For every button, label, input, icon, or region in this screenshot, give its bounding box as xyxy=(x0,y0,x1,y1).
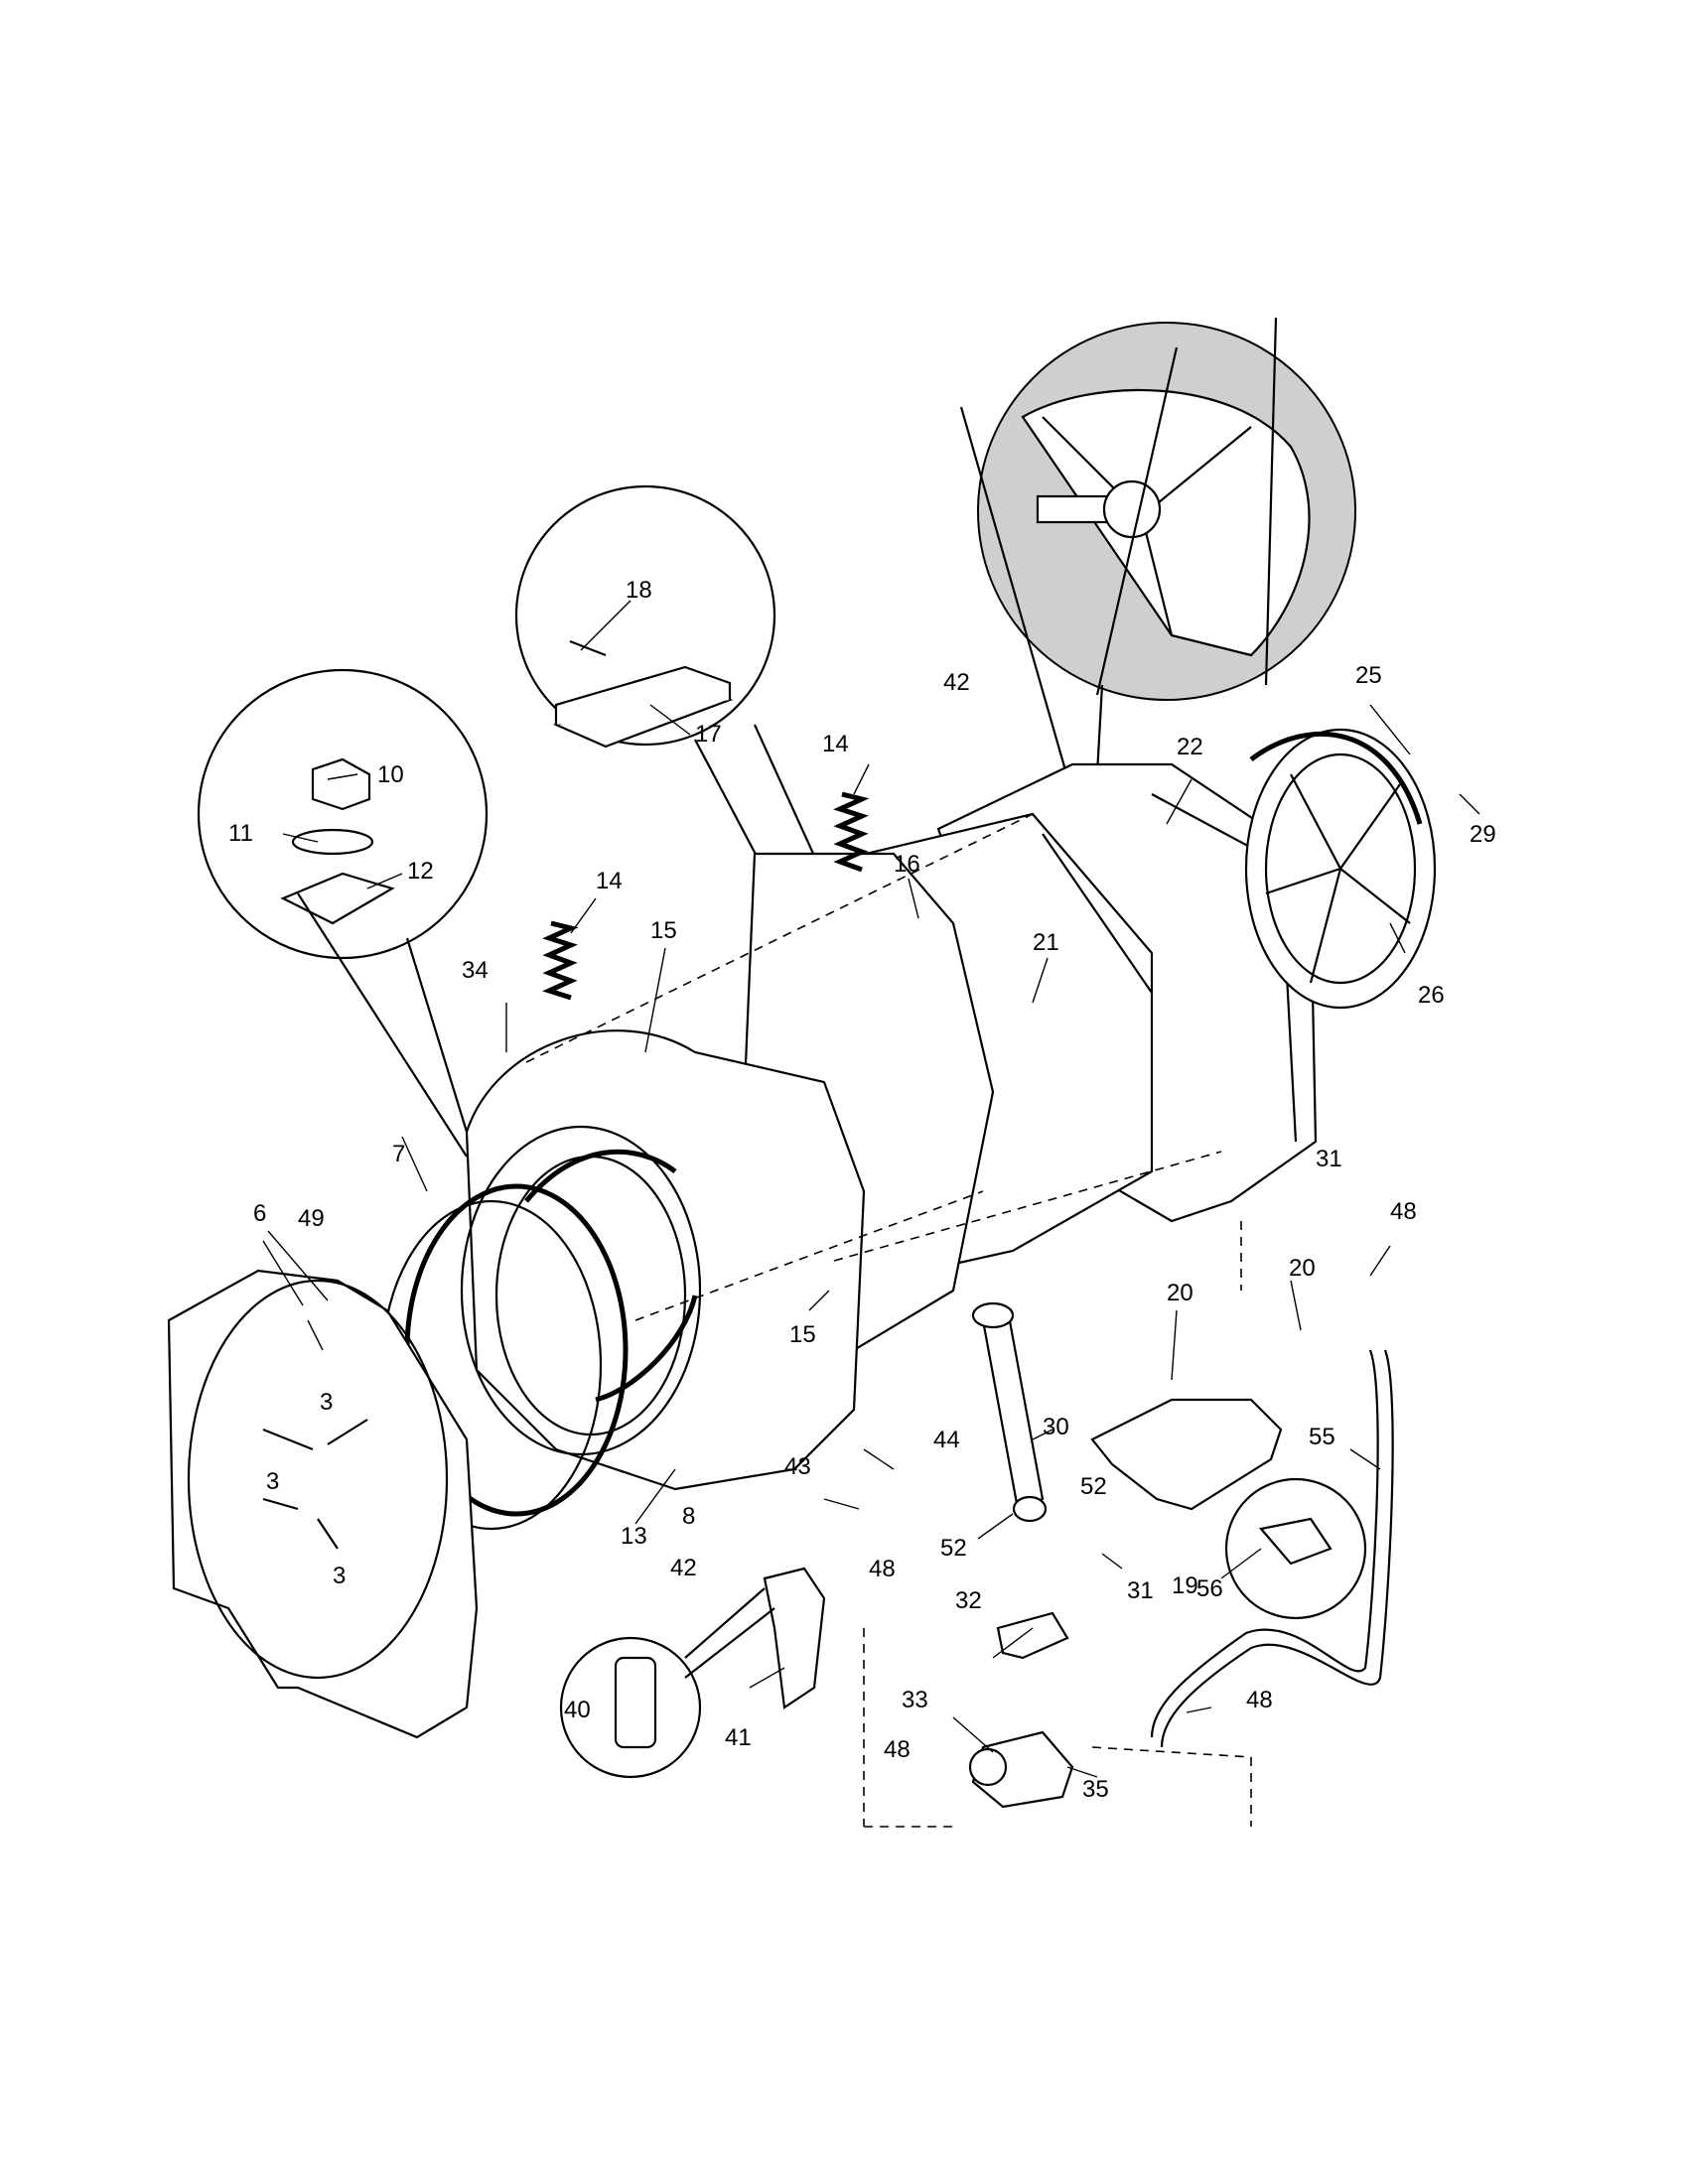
callout-48a: 48 xyxy=(1390,1198,1417,1225)
hub-detail-icon xyxy=(977,317,1356,701)
pump-icon xyxy=(968,1730,1074,1809)
callout-20b: 20 xyxy=(1289,1255,1316,1282)
callout-14a: 14 xyxy=(596,868,623,894)
callout-31b: 31 xyxy=(1127,1577,1154,1604)
callout-13: 13 xyxy=(621,1523,647,1550)
callout-18: 18 xyxy=(626,577,652,604)
callout-42a: 42 xyxy=(943,669,970,696)
callout-26: 26 xyxy=(1418,982,1445,1009)
callout-49: 49 xyxy=(298,1205,325,1232)
callout-17: 17 xyxy=(695,721,722,748)
callout-14b: 14 xyxy=(822,731,849,757)
callout-40: 40 xyxy=(564,1697,591,1723)
callout-43: 43 xyxy=(784,1453,811,1480)
hose-clip-icon xyxy=(1224,1477,1367,1620)
callout-52a: 52 xyxy=(1080,1473,1107,1500)
callout-11: 11 xyxy=(228,820,253,847)
callout-7: 7 xyxy=(392,1141,405,1167)
callout-41: 41 xyxy=(725,1724,752,1751)
callout-labels: 3 3 3 3 6 7 8 10 11 12 13 14 14 15 15 16… xyxy=(228,577,1496,1803)
callout-33: 33 xyxy=(902,1687,928,1713)
leader-lines xyxy=(262,600,1480,1778)
callout-20a: 20 xyxy=(1167,1280,1193,1306)
callout-52b: 52 xyxy=(940,1535,967,1562)
shock-absorber-icon xyxy=(971,1301,1048,1523)
callout-6: 6 xyxy=(253,1200,266,1227)
callout-10: 10 xyxy=(377,761,404,788)
callout-16: 16 xyxy=(894,851,920,878)
callout-32: 32 xyxy=(955,1587,982,1614)
callout-48c: 48 xyxy=(1246,1687,1273,1713)
callout-15a: 15 xyxy=(650,917,677,944)
filter-icon xyxy=(559,1636,702,1779)
callout-8: 8 xyxy=(682,1503,695,1530)
callout-25: 25 xyxy=(1355,662,1382,689)
callout-48b: 48 xyxy=(869,1556,896,1582)
spring-icon xyxy=(542,791,870,1001)
nut-detail-icon xyxy=(197,668,489,960)
callout-29: 29 xyxy=(1470,821,1496,848)
callout-48d: 48 xyxy=(884,1736,911,1763)
callout-15b: 15 xyxy=(789,1321,816,1348)
callout-34: 34 xyxy=(462,957,489,984)
callout-44: 44 xyxy=(933,1427,960,1453)
pulley-icon xyxy=(1244,728,1437,1010)
bracket-detail-icon xyxy=(514,484,776,749)
callout-3a: 3 xyxy=(320,1389,333,1416)
callout-22: 22 xyxy=(1177,734,1203,760)
callout-31a: 31 xyxy=(1316,1146,1342,1172)
callout-21: 21 xyxy=(1033,929,1059,956)
callout-42b: 42 xyxy=(670,1555,697,1581)
callout-3b: 3 xyxy=(266,1468,279,1495)
callout-35: 35 xyxy=(1082,1776,1109,1803)
callout-3c: 3 xyxy=(333,1563,346,1589)
callout-19: 19 xyxy=(1172,1572,1198,1599)
callout-12: 12 xyxy=(407,858,434,885)
callout-30: 30 xyxy=(1043,1414,1069,1440)
callout-55: 55 xyxy=(1309,1424,1335,1450)
callout-56: 56 xyxy=(1196,1575,1223,1602)
